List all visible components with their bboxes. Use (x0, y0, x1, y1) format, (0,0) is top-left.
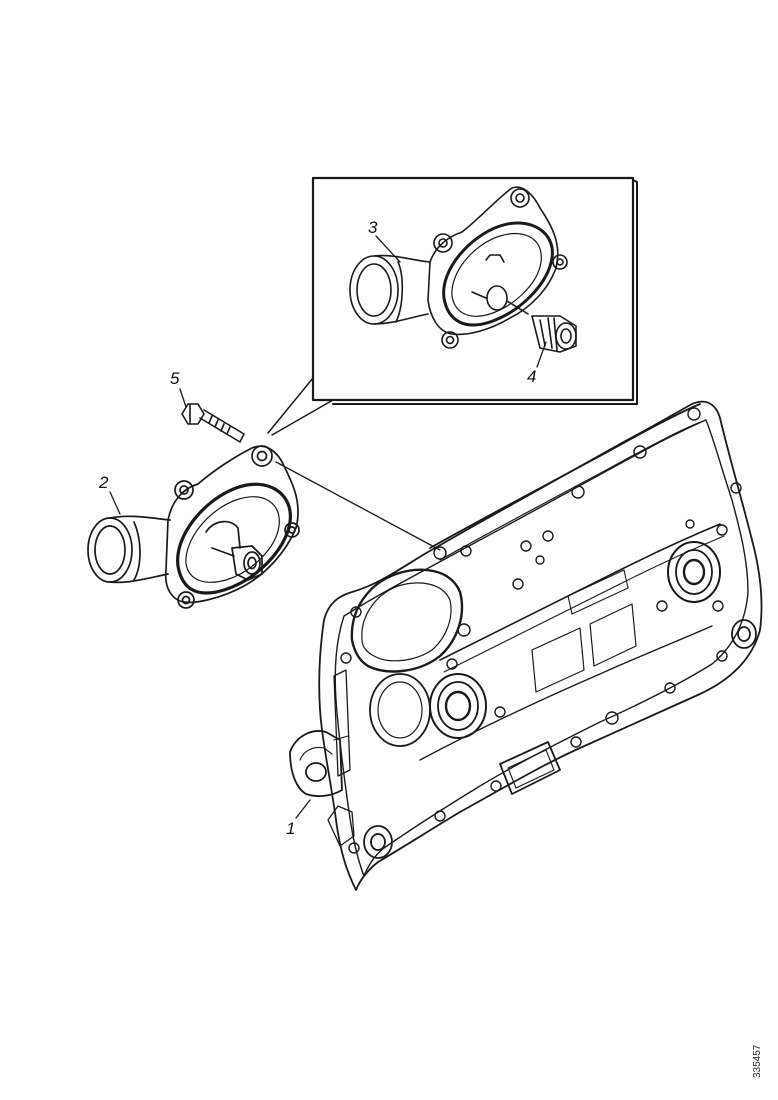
callout-4: 4 (527, 367, 537, 386)
bolt (181, 403, 245, 443)
callout-1: 1 (286, 819, 296, 838)
callout-5: 5 (170, 369, 180, 388)
thermostat-housing (87, 445, 300, 609)
alignment-line (275, 461, 441, 551)
inset-thermostat-housing (349, 186, 568, 349)
detail-inset-frame (311, 176, 638, 405)
callout-2: 2 (99, 473, 109, 492)
leader-lines (109, 235, 547, 819)
engine-block (289, 400, 763, 891)
callout-3: 3 (368, 218, 378, 237)
inset-thermostat-element (531, 315, 577, 353)
inset-pointer (267, 377, 334, 436)
block-bolt-holes (340, 407, 742, 854)
reference-code: 335457 (752, 1044, 763, 1078)
